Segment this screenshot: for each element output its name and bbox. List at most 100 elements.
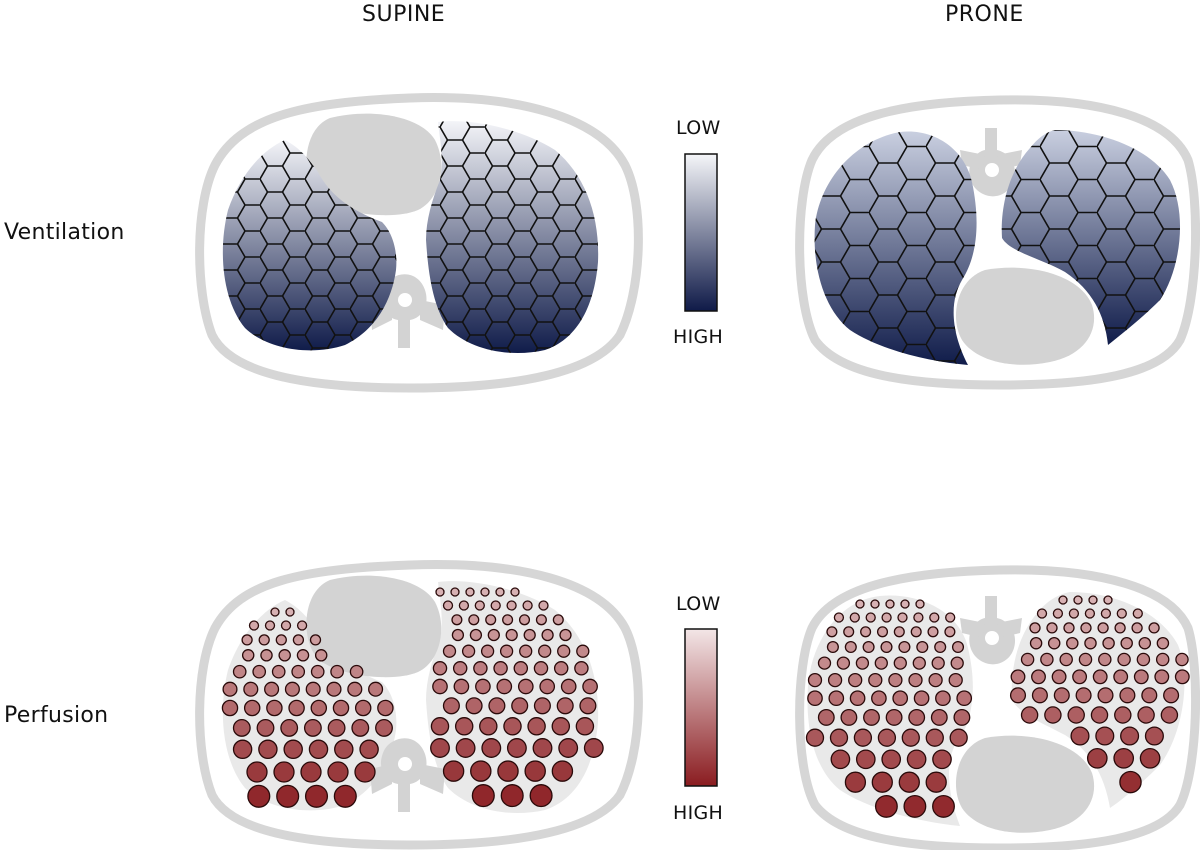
vessel-circle [524, 760, 546, 782]
vessel-circle [1119, 770, 1142, 794]
vessel-circle [935, 690, 951, 707]
body-outline [795, 565, 1200, 850]
vessel-circle [830, 749, 851, 770]
vessel-circle [517, 678, 534, 695]
vessel-circle [258, 739, 278, 760]
vessel-circle [496, 678, 513, 695]
vessel-circle [314, 649, 328, 662]
vessel-circle [354, 761, 376, 783]
vessel-circle [1090, 706, 1109, 724]
vessel-circle [1078, 652, 1093, 667]
vessel-circle [468, 614, 480, 626]
vessel-circle [1163, 687, 1180, 704]
alveoli-hex-grid-right [426, 121, 599, 354]
vessel-circle [827, 672, 843, 688]
vessel-circle [284, 681, 300, 697]
vessel-circle [1114, 706, 1132, 724]
vessel-circle [275, 634, 287, 646]
vessel-circle [246, 761, 268, 783]
vessel-circle [264, 620, 276, 631]
vessel-circle [1120, 726, 1140, 746]
vessel-circle [1100, 608, 1112, 619]
vessel-circle [453, 678, 470, 695]
vessel-circle [273, 761, 295, 783]
vessel-circle [280, 718, 299, 737]
vessel-circle [849, 690, 866, 707]
perfusion-vessels-supine [221, 587, 604, 808]
vessel-circle [930, 708, 948, 726]
vessel-circle [241, 634, 253, 646]
vessel-circle [300, 761, 322, 783]
vessel-circle [538, 644, 552, 658]
vessel-circle [1068, 608, 1080, 619]
vessel-circle [1067, 706, 1085, 724]
vessel-circle [432, 678, 448, 695]
vessel-circle [1031, 669, 1046, 685]
vessel-circle [354, 699, 372, 717]
vessel-circle [377, 699, 394, 717]
vessel-circle [956, 690, 973, 707]
vessel-circle [557, 644, 571, 658]
vessel-circle [351, 718, 370, 737]
vessel-circle [432, 661, 448, 676]
vessel-circle [860, 626, 872, 638]
vessel-circle [523, 628, 536, 642]
vessel-circle [308, 739, 329, 760]
vessel-circle [1119, 687, 1136, 704]
vessel-circle [556, 697, 574, 715]
vessel-circle [1070, 726, 1090, 746]
vessel-circle [465, 697, 483, 715]
vessel-circle [232, 664, 247, 679]
vessel-circle [442, 600, 454, 611]
vessel-circle [487, 628, 500, 642]
vessel-circle [535, 614, 547, 626]
vessel-circle [327, 718, 346, 737]
vessel-circle [1052, 608, 1064, 619]
vessel-circle [479, 717, 498, 736]
vessel-circle [296, 620, 308, 631]
vessel-circle [258, 634, 270, 646]
vessel-circle [1097, 687, 1114, 704]
ventilation-scale-low-label: LOW [676, 117, 721, 139]
vessel-circle [855, 749, 876, 770]
vessel-circle [527, 717, 546, 736]
vessel-circle [553, 661, 569, 676]
vessel-circle [916, 640, 929, 654]
vessel-circle [260, 649, 273, 662]
vessel-circle [495, 587, 505, 597]
vessel-circle [1160, 706, 1179, 724]
vessel-circle [1155, 652, 1170, 667]
vessel-circle [442, 760, 465, 782]
vessel-circle [1072, 669, 1088, 685]
perfusion-color-scale [684, 628, 718, 787]
vessel-circle [332, 699, 350, 717]
vessel-circle [500, 784, 524, 808]
vessel-circle [305, 681, 321, 697]
vessel-circle [881, 749, 902, 770]
vessel-circle [876, 626, 889, 638]
vessel-circle [871, 771, 893, 793]
vessel-circle [303, 718, 322, 737]
vessel-circle [870, 599, 880, 609]
vessel-circle [252, 664, 267, 679]
vessel-circle [310, 699, 328, 717]
vessel-circle [243, 699, 261, 717]
vessel-circle [1029, 636, 1043, 650]
vessel-circle [552, 614, 564, 626]
vessel-circle [375, 718, 393, 737]
vessel-circle [283, 739, 303, 760]
vessel-circle [1144, 726, 1164, 746]
vessel-circle [451, 614, 463, 626]
vessel-circle [513, 661, 529, 676]
vessel-circle [929, 612, 940, 623]
vessel-circle [1116, 608, 1127, 619]
vessel-circle [334, 739, 354, 760]
vessel-circle [1136, 652, 1151, 667]
vessel-circle [826, 626, 838, 638]
vessel-circle [868, 672, 883, 688]
vessel-circle [877, 728, 897, 747]
vessel-circle [898, 771, 920, 793]
vessel-circle [908, 672, 923, 688]
vessel-circle [948, 672, 963, 688]
vessel-circle [481, 738, 502, 758]
